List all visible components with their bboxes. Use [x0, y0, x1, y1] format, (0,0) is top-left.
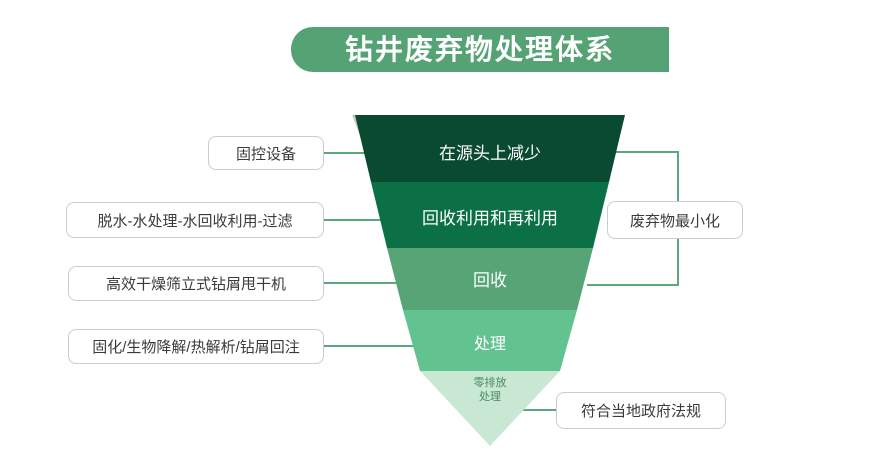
- callout-label: 废弃物最小化: [629, 212, 720, 230]
- callout-label: 符合当地政府法规: [580, 403, 701, 420]
- callout-label: 固化/生物降解/热解析/钻屑回注: [92, 339, 300, 356]
- funnel-layer-1: [355, 115, 625, 182]
- funnel-layer-2: [371, 182, 609, 248]
- callout-label: 脱水-水处理-水回收利用-过滤: [97, 212, 293, 230]
- callout-cuttings-dryer[interactable]: 高效干燥筛立式钻屑甩干机: [68, 266, 324, 301]
- funnel-layer-3: [387, 248, 593, 310]
- title-banner: 钻井废弃物处理体系: [291, 27, 669, 72]
- funnel-layer-4: [403, 310, 577, 371]
- callout-solids-control[interactable]: 固控设备: [208, 136, 324, 170]
- page-title: 钻井废弃物处理体系: [344, 33, 615, 65]
- callout-waste-minimization[interactable]: 废弃物最小化: [607, 201, 743, 239]
- callout-solidification[interactable]: 固化/生物降解/热解析/钻屑回注: [68, 329, 324, 364]
- callout-dewatering[interactable]: 脱水-水处理-水回收利用-过滤: [66, 202, 324, 238]
- callout-label: 固控设备: [235, 145, 296, 163]
- funnel-layer-5: [420, 371, 560, 446]
- callout-label: 高效干燥筛立式钻屑甩干机: [105, 276, 286, 293]
- callout-regulatory-compliance[interactable]: 符合当地政府法规: [556, 392, 726, 429]
